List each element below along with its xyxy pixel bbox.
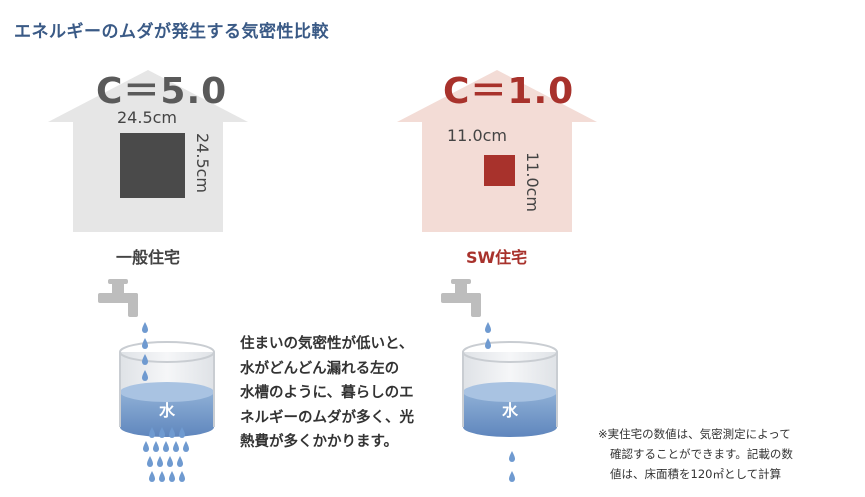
description-line: 住まいの気密性が低いと、: [240, 336, 414, 352]
leaky-tank: [119, 341, 215, 437]
footnote-line: 確認することができます。記載の数: [610, 447, 793, 461]
description-line: ネルギーのムダが多く、光: [240, 409, 414, 426]
page-title: エネルギーのムダが発生する気密性比較: [14, 22, 329, 42]
house-name-general: 一般住宅: [116, 248, 181, 267]
c-value-sw: C＝1.0: [443, 71, 575, 112]
water-label: 水: [159, 401, 176, 420]
faucet-icon: [441, 279, 481, 317]
description-text: 住まいの気密性が低いと、 水がどんどん漏れる左の 水槽のように、暮らしのエ ネル…: [240, 332, 414, 455]
footnote-line: ※実住宅の数値は、気密測定によって: [598, 427, 791, 441]
house-name-sw: SW住宅: [466, 248, 528, 267]
water-label: 水: [502, 401, 519, 420]
width-label-general: 24.5cm: [117, 108, 178, 127]
faucet-icon: [98, 279, 138, 317]
footnote: ※実住宅の数値は、気密測定によって 確認することができます。記載の数 値は、床面…: [598, 424, 793, 484]
description-line: 水槽のように、暮らしのエ: [240, 385, 414, 401]
house-shape: [397, 70, 597, 232]
description-line: 水がどんどん漏れる左の: [240, 360, 400, 377]
description-line: 熱費が多くかかります。: [240, 434, 399, 450]
c-value-general: C＝5.0: [96, 71, 228, 112]
leak-square-general: [120, 133, 185, 198]
house-sw: [397, 70, 597, 232]
width-label-sw: 11.0cm: [447, 126, 508, 145]
footnote-line: 値は、床面積を120㎡として計算: [610, 467, 782, 481]
airtight-tank: [462, 341, 558, 437]
leak-square-sw: [484, 155, 515, 186]
